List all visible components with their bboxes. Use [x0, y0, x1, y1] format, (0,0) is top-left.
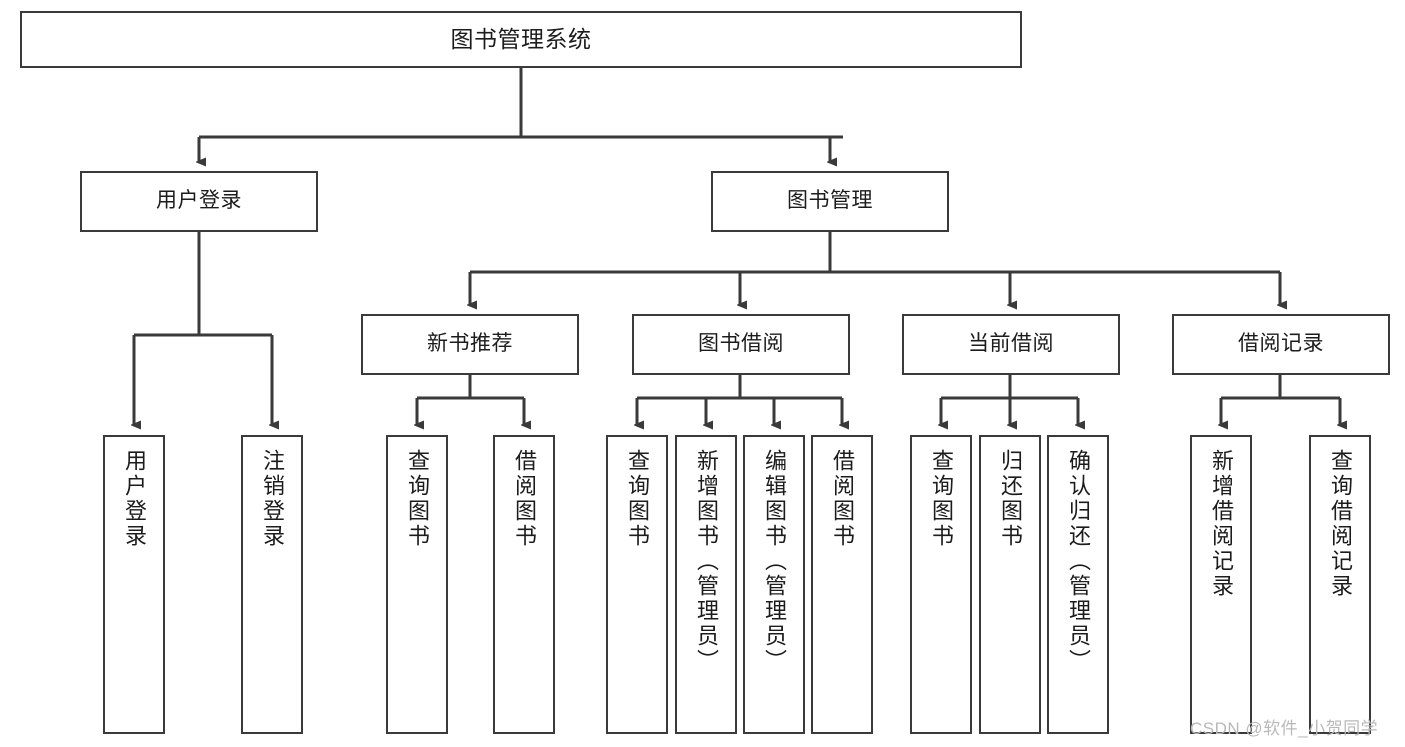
node-root-book-management-system[interactable]: 图书管理系统: [20, 11, 1022, 68]
node-user-login[interactable]: 用户登录: [80, 171, 318, 232]
node-label: 查询图书: [404, 449, 430, 549]
leaf-book-borrow-add-book-admin[interactable]: 新增图书（管理员）: [675, 435, 737, 734]
leaf-user-login-logout[interactable]: 注销登录: [241, 435, 303, 734]
node-new-book-recommend[interactable]: 新书推荐: [361, 314, 579, 375]
leaf-current-borrow-return-book[interactable]: 归还图书: [979, 435, 1041, 734]
node-label: 编辑图书（管理员）: [761, 449, 787, 674]
node-label: 新增借阅记录: [1208, 449, 1234, 599]
node-label: 确认归还（管理员）: [1065, 449, 1091, 674]
node-label: 用户登录: [156, 189, 242, 213]
leaf-current-borrow-query-book[interactable]: 查询图书: [910, 435, 972, 734]
leaf-book-borrow-borrow-book[interactable]: 借阅图书: [811, 435, 873, 734]
node-borrow-record[interactable]: 借阅记录: [1172, 314, 1390, 375]
node-book-management[interactable]: 图书管理: [711, 171, 949, 232]
node-label: 查询借阅记录: [1327, 449, 1353, 599]
node-label: 图书管理系统: [450, 25, 592, 52]
node-label: 归还图书: [997, 449, 1023, 549]
leaf-current-borrow-confirm-return-admin[interactable]: 确认归还（管理员）: [1047, 435, 1109, 734]
leaf-borrow-record-query-record[interactable]: 查询借阅记录: [1309, 435, 1371, 734]
leaf-new-book-borrow-book[interactable]: 借阅图书: [493, 435, 555, 734]
node-label: 查询图书: [624, 449, 650, 549]
node-label: 注销登录: [259, 449, 285, 549]
node-book-borrow[interactable]: 图书借阅: [632, 314, 850, 375]
leaf-user-login-login[interactable]: 用户登录: [103, 435, 165, 734]
leaf-new-book-query-book[interactable]: 查询图书: [386, 435, 448, 734]
node-label: 新书推荐: [427, 332, 513, 356]
leaf-borrow-record-add-record[interactable]: 新增借阅记录: [1190, 435, 1252, 734]
node-label: 查询图书: [928, 449, 954, 549]
leaf-book-borrow-query-book[interactable]: 查询图书: [606, 435, 668, 734]
node-label: 图书借阅: [698, 332, 784, 356]
node-label: 图书管理: [787, 189, 873, 213]
node-label: 用户登录: [121, 449, 147, 549]
node-current-borrow[interactable]: 当前借阅: [902, 314, 1120, 375]
node-label: 借阅记录: [1238, 332, 1324, 356]
node-label: 借阅图书: [511, 449, 537, 549]
node-label: 借阅图书: [829, 449, 855, 549]
node-label: 新增图书（管理员）: [693, 449, 719, 674]
leaf-book-borrow-edit-book-admin[interactable]: 编辑图书（管理员）: [743, 435, 805, 734]
node-label: 当前借阅: [968, 332, 1054, 356]
